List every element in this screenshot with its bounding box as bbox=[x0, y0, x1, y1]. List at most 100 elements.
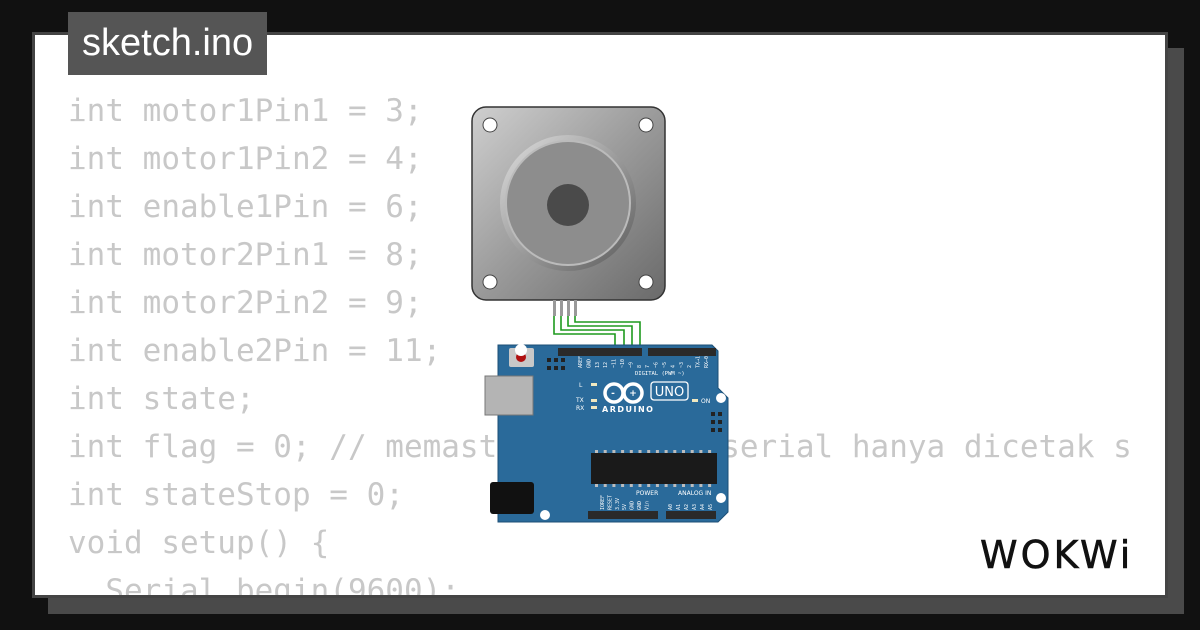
pin-label: 5V bbox=[622, 504, 628, 510]
pin-label: AREF bbox=[578, 356, 584, 368]
pin-label: ~9 bbox=[628, 362, 634, 368]
chip-pin bbox=[621, 450, 625, 453]
led-l bbox=[591, 383, 597, 386]
code-line: int enable2Pin = 11; bbox=[68, 333, 442, 369]
pin-label: 8 bbox=[637, 365, 643, 368]
pin-label: A1 bbox=[676, 504, 682, 510]
chip-pin bbox=[638, 450, 642, 453]
led-label-on: ON bbox=[701, 398, 710, 405]
pin-label: ~5 bbox=[662, 362, 668, 368]
chip-pin bbox=[682, 450, 685, 453]
chip-pin bbox=[629, 484, 633, 487]
code-line: int motor1Pin2 = 4; bbox=[68, 141, 423, 177]
chip-pin bbox=[655, 450, 659, 453]
logo-plus: + bbox=[629, 389, 637, 399]
digital-label: DIGITAL (PWM ~) bbox=[635, 371, 685, 377]
chip-pin bbox=[673, 450, 677, 453]
analog-header bbox=[666, 511, 716, 519]
power-header bbox=[588, 511, 658, 519]
led-on bbox=[692, 399, 698, 402]
board-brand: ARDUINO bbox=[602, 405, 654, 414]
pin-label: IOREF bbox=[600, 495, 606, 510]
chip-pins bbox=[595, 450, 712, 487]
chip-pin bbox=[621, 484, 625, 487]
mount-hole bbox=[716, 493, 726, 503]
pin-label: ~10 bbox=[620, 359, 626, 368]
chip-pin bbox=[682, 484, 685, 487]
pin-label: A3 bbox=[692, 504, 698, 510]
pin-label: RESET bbox=[607, 495, 613, 510]
motor-wires bbox=[553, 316, 641, 350]
file-tab-label: sketch.ino bbox=[82, 22, 254, 64]
board-model: UNO bbox=[655, 385, 684, 400]
code-line: int motor2Pin1 = 8; bbox=[68, 237, 423, 273]
led-rx bbox=[591, 406, 597, 409]
code-line: int stateStop = 0; bbox=[68, 477, 404, 513]
logo-minus: - bbox=[611, 389, 615, 399]
pin-label: A2 bbox=[684, 504, 690, 510]
led-label-tx: TX bbox=[575, 397, 584, 404]
uno-badge bbox=[650, 381, 689, 401]
pin-label: A0 bbox=[668, 504, 674, 510]
mount-hole bbox=[515, 344, 527, 356]
chip-pin bbox=[664, 450, 668, 453]
usb-port bbox=[484, 375, 534, 416]
chip-pin bbox=[655, 484, 659, 487]
pin-label: A4 bbox=[700, 504, 706, 510]
chip-pin bbox=[690, 484, 694, 487]
chip-pin bbox=[612, 484, 616, 487]
infinity-logo-icon bbox=[603, 382, 644, 404]
pin-label: 2 bbox=[687, 365, 693, 368]
led-tx bbox=[591, 399, 597, 402]
pin-label: RX←0 bbox=[704, 356, 710, 368]
pin-label: A5 bbox=[708, 504, 714, 510]
pin-label: 7 bbox=[645, 365, 651, 368]
pin-label: TX→1 bbox=[696, 356, 702, 368]
icsp-header bbox=[547, 358, 565, 370]
pin-label: GND bbox=[637, 501, 643, 510]
chip-pin bbox=[699, 484, 703, 487]
digital-header-right bbox=[648, 348, 716, 356]
code-line: int state; bbox=[68, 381, 255, 417]
pin-label: 12 bbox=[603, 362, 609, 368]
pin-label: Vin bbox=[644, 501, 650, 510]
pin-label: ~11 bbox=[612, 359, 618, 368]
pin-label: GND bbox=[586, 359, 592, 368]
right-icsp-header bbox=[711, 412, 722, 432]
mount-hole bbox=[540, 510, 550, 520]
power-label: POWER bbox=[636, 490, 658, 497]
chip-pin bbox=[603, 450, 607, 453]
code-line: Serial.begin(9600); bbox=[68, 573, 460, 598]
wokwi-logo-text: WOKWi bbox=[980, 533, 1133, 576]
pin-label: ~6 bbox=[654, 362, 660, 368]
chip-pin bbox=[673, 484, 677, 487]
led-label-rx: RX bbox=[576, 405, 584, 412]
chip-pin bbox=[603, 484, 607, 487]
chip-pin bbox=[595, 484, 598, 487]
stepper-motor[interactable] bbox=[471, 106, 666, 316]
pin-label: ~3 bbox=[679, 362, 685, 368]
chip-pin bbox=[647, 484, 651, 487]
microcontroller-chip bbox=[591, 453, 717, 484]
chip-pin bbox=[647, 450, 651, 453]
chip-pin bbox=[708, 450, 712, 453]
power-jack bbox=[490, 482, 534, 514]
analog-label: ANALOG IN bbox=[678, 490, 711, 497]
mount-hole bbox=[716, 393, 726, 403]
wokwi-logo: WOKWi bbox=[980, 533, 1133, 576]
chip-pin bbox=[664, 484, 668, 487]
chip-pin bbox=[708, 484, 712, 487]
pin-label: 4 bbox=[670, 365, 676, 368]
pin-label: 3.3V bbox=[615, 498, 621, 510]
chip-pin bbox=[629, 450, 633, 453]
code-line: int enable1Pin = 6; bbox=[68, 189, 423, 225]
code-line: int motor1Pin1 = 3; bbox=[68, 93, 423, 129]
file-tab[interactable]: sketch.ino bbox=[68, 12, 268, 75]
pin-label: GND bbox=[630, 501, 636, 510]
led-label-l: L bbox=[579, 382, 583, 389]
code-line: int motor2Pin2 = 9; bbox=[68, 285, 423, 321]
chip-pin bbox=[612, 450, 616, 453]
digital-header-left bbox=[558, 348, 642, 356]
